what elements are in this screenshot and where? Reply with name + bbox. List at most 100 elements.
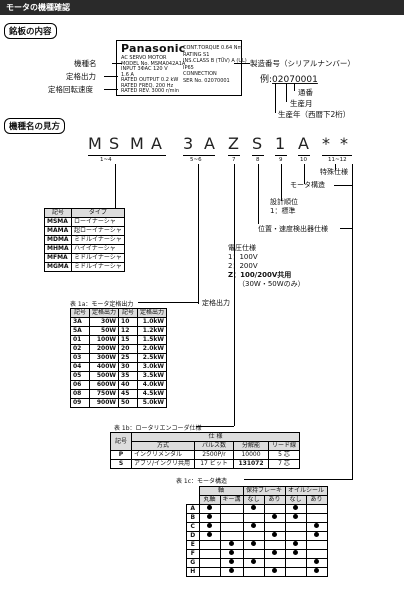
check-dot-icon bbox=[251, 541, 257, 546]
table-cell: 20 bbox=[118, 344, 139, 354]
table-cell: ミドルイナーシャ bbox=[71, 262, 125, 272]
table-row: G bbox=[186, 558, 328, 568]
callout-model-name: 機種名 bbox=[74, 59, 97, 68]
table-cell: 35 bbox=[118, 371, 139, 381]
table-cell: P bbox=[110, 450, 132, 460]
page-header: モータの機種確認 bbox=[0, 0, 404, 15]
rated-output-label: 定格出力 bbox=[202, 299, 230, 307]
leader-line bbox=[244, 479, 352, 480]
check-dot-icon bbox=[207, 523, 212, 528]
table-cell bbox=[242, 558, 265, 568]
leader-line bbox=[334, 185, 352, 186]
table-cell: 09 bbox=[70, 398, 90, 408]
table1b-caption: 表 1b：ロータリエンコーダ仕様 bbox=[114, 425, 202, 432]
table-header-empty bbox=[186, 486, 199, 505]
model-char: * bbox=[322, 134, 330, 153]
table-cell: 12 bbox=[118, 326, 139, 336]
check-dot-icon bbox=[293, 541, 299, 546]
table-cell: ローイナーシャ bbox=[71, 217, 125, 227]
leader-line bbox=[258, 164, 259, 224]
table-row: B bbox=[186, 513, 328, 523]
check-dot-icon bbox=[229, 559, 234, 564]
table-cell: MHMA bbox=[44, 244, 72, 254]
table-cell bbox=[305, 531, 328, 541]
table-cell: ミドルイナーシャ bbox=[71, 253, 125, 263]
table-cell bbox=[263, 531, 286, 541]
underline bbox=[183, 155, 215, 156]
table-header: オイルシール bbox=[284, 486, 328, 496]
serial-part-year: 生産年（西暦下2桁） bbox=[278, 110, 351, 119]
table-cell: 17 ビット bbox=[194, 459, 234, 469]
table-cell bbox=[305, 567, 328, 577]
table-cell bbox=[305, 549, 328, 559]
table-cell bbox=[305, 540, 328, 550]
plate-text: CONT.TORQUE 0.64 Nm bbox=[183, 45, 243, 51]
check-dot-icon bbox=[314, 559, 320, 564]
callout-rated-speed: 定格回転速度 bbox=[48, 85, 93, 94]
table-cell: 100W bbox=[88, 335, 120, 345]
table-cell bbox=[242, 522, 265, 532]
table-cell bbox=[305, 558, 328, 568]
plate-text: AC SERVO MOTOR bbox=[121, 55, 167, 61]
plate-text: RATING S1 bbox=[183, 51, 210, 58]
model-char: M bbox=[88, 134, 102, 153]
plate-text: INS.CLASS B (TÜV) A (UL) bbox=[183, 58, 247, 64]
table-cell bbox=[242, 513, 265, 523]
row-symbol: C bbox=[186, 522, 200, 532]
voltage-item: 1：100V bbox=[228, 253, 258, 261]
table-header: 記号 bbox=[110, 432, 132, 451]
table-cell: 131072 bbox=[233, 459, 269, 469]
table-cell: 06 bbox=[70, 380, 90, 390]
model-section-title: 機種名の見方 bbox=[4, 118, 66, 134]
table-header: 定格出力 bbox=[137, 308, 168, 318]
table1a-caption: 表 1a：モータ定格出力 bbox=[70, 301, 134, 308]
check-dot-icon bbox=[293, 514, 299, 519]
position-label: 7 bbox=[232, 157, 236, 163]
check-dot-icon bbox=[272, 532, 278, 537]
voltage-common: Z：100/200V共用 bbox=[228, 271, 292, 279]
table-cell bbox=[263, 513, 286, 523]
table-cell bbox=[198, 540, 221, 550]
table1c-caption: 表 1c：モータ構造 bbox=[176, 478, 228, 485]
leader-line bbox=[335, 164, 336, 170]
check-dot-icon bbox=[314, 523, 320, 528]
table-cell: 15 bbox=[118, 335, 139, 345]
table-cell: アブソ/インクリ共用 bbox=[131, 459, 195, 469]
plate-serial: SER No. 02070001 bbox=[183, 77, 230, 84]
table-header: タイプ bbox=[71, 208, 125, 218]
serial-part-sequence: 通番 bbox=[298, 88, 313, 97]
table-header-row: 丸軸 キー溝 なし あり なし あり bbox=[187, 495, 328, 505]
position-label: 10 bbox=[300, 157, 307, 163]
model-char: A bbox=[151, 134, 162, 153]
table-cell bbox=[284, 540, 307, 550]
table-cell bbox=[263, 504, 286, 514]
table-cell bbox=[219, 522, 244, 532]
leader-line bbox=[340, 228, 352, 229]
table-cell: 02 bbox=[70, 344, 90, 354]
check-dot-icon bbox=[314, 568, 320, 573]
table-cell: 50 bbox=[118, 398, 139, 408]
model-char: S bbox=[252, 134, 263, 153]
table-header: 分解能 bbox=[233, 441, 269, 451]
leader-line bbox=[281, 164, 282, 201]
nameplate: Panasonic AC SERVO MOTOR MODEL No. MSMA0… bbox=[116, 40, 247, 96]
check-dot-icon bbox=[293, 550, 299, 555]
voltage-item: 2：200V bbox=[228, 262, 258, 270]
table-header: あり bbox=[305, 495, 328, 505]
table-header: 定格出力 bbox=[88, 308, 120, 318]
table-header: 丸軸 bbox=[198, 495, 221, 505]
underline bbox=[88, 155, 166, 156]
check-dot-icon bbox=[229, 568, 234, 573]
plate-text: INPUT 3ΦAC 120 V bbox=[121, 66, 168, 72]
leader-line bbox=[275, 83, 276, 113]
table-cell: 7 芯 bbox=[268, 459, 300, 469]
table-header-row: 記号 タイプ bbox=[44, 208, 125, 218]
position-label: 8 bbox=[256, 157, 260, 163]
row-symbol: G bbox=[186, 558, 200, 568]
